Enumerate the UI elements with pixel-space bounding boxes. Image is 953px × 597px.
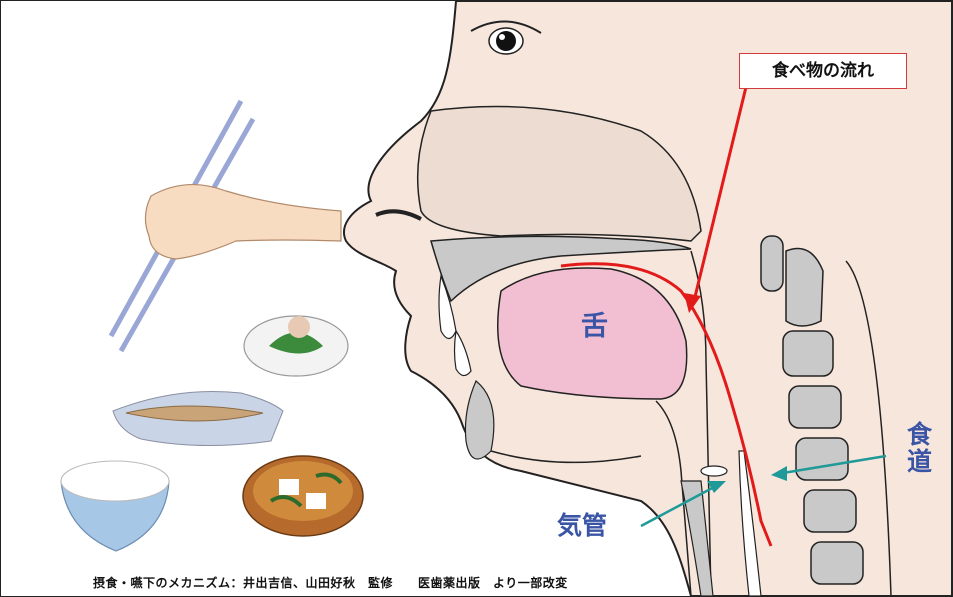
esophagus-label: 食 道: [907, 421, 932, 475]
grilled-fish-icon: [113, 391, 283, 445]
source-caption: 摂食・嚥下のメカニズム：井出吉信、山田好秋 監修 医歯薬出版 より一部改変: [93, 577, 568, 589]
esophagus-label-char-1: 食: [907, 421, 932, 448]
rice-bowl-icon: [61, 461, 169, 551]
food-flow-label: 食べ物の流れ: [739, 53, 907, 89]
chopsticks-hand-icon: [111, 101, 341, 351]
esophagus-label-char-2: 道: [907, 448, 932, 475]
miso-soup-bowl-icon: [243, 456, 363, 536]
side-dish-plate-icon: [244, 316, 348, 376]
tongue-label: 舌: [581, 313, 608, 340]
trachea-label: 気管: [557, 513, 607, 538]
